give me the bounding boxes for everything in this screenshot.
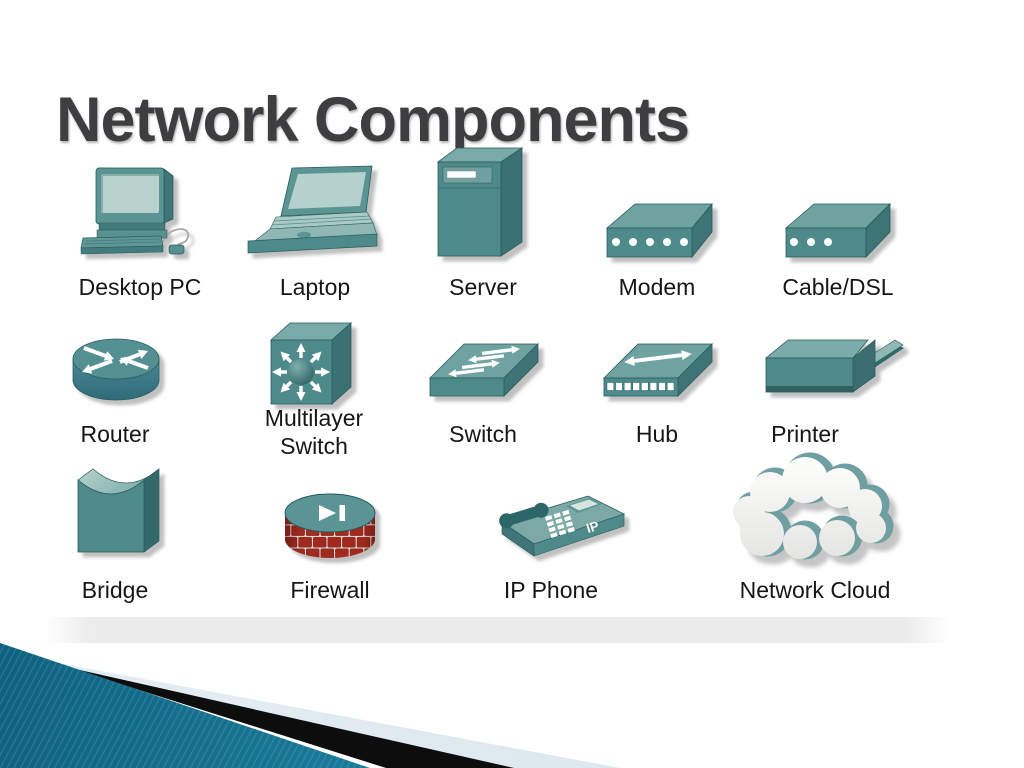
- router-label: Router: [80, 421, 150, 447]
- cable-dsl-label: Cable/DSL: [782, 274, 894, 300]
- network-cloud-label: Network Cloud: [739, 577, 891, 603]
- modem-label: Modem: [618, 274, 696, 300]
- bridge-label: Bridge: [81, 577, 149, 603]
- laptop-icon: [247, 165, 378, 254]
- bottom-shadow-band: [45, 617, 950, 643]
- ip-badge-text: IP: [584, 518, 600, 536]
- multilayer-switch-label: Multilayer Switch: [264, 405, 364, 459]
- ip-phone-label: IP Phone: [503, 577, 599, 603]
- cable-dsl-icon: [784, 203, 891, 258]
- hub-icon: [603, 343, 713, 397]
- desktop-pc-icon: [80, 167, 189, 255]
- bridge-icon: [77, 468, 160, 553]
- server-icon: [436, 147, 524, 257]
- multilayer-switch-icon: [269, 322, 353, 405]
- hub-label: Hub: [635, 421, 679, 447]
- firewall-label: Firewall: [290, 577, 370, 603]
- printer-label: Printer: [771, 421, 839, 447]
- firewall-icon: [284, 493, 376, 558]
- desktop-pc-label: Desktop PC: [78, 274, 202, 300]
- laptop-label: Laptop: [279, 274, 351, 300]
- ip-phone-icon: IP: [499, 495, 626, 557]
- server-label: Server: [449, 274, 517, 300]
- switch-icon: [429, 343, 539, 397]
- page-title: Network Components: [56, 85, 690, 156]
- switch-label: Switch: [449, 421, 517, 447]
- network-cloud-icon: [733, 452, 894, 560]
- modem-icon: [605, 202, 713, 259]
- printer-icon: [764, 339, 904, 393]
- router-icon: [72, 338, 160, 401]
